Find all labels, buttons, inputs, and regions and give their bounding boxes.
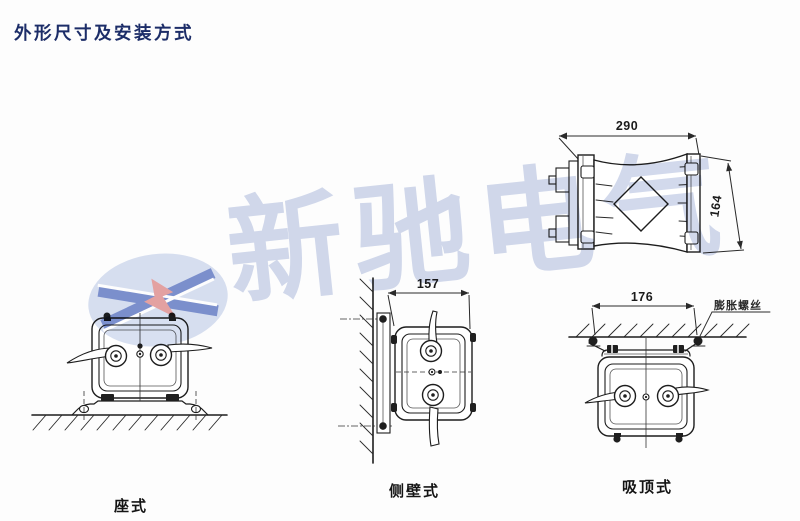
- wall-mount-drawing: 157: [338, 277, 476, 464]
- dim-wall-width-lines: [387, 289, 471, 330]
- horn-mounting-tabs: [580, 162, 699, 245]
- horn-side-view-drawing: 290 164: [548, 119, 745, 254]
- dim-ceiling-width-lines: [591, 302, 698, 336]
- horn-backs: [104, 343, 173, 368]
- mounting-feet: [101, 394, 179, 401]
- horn-diamond-grille: [613, 176, 669, 232]
- expansion-bolt-leader: [699, 311, 771, 337]
- ceiling-mount-drawing: 176 膨胀螺丝: [568, 290, 771, 448]
- caption-wall-mount: 侧壁式: [389, 483, 441, 500]
- dim-horn-width: 290: [616, 119, 638, 133]
- dim-wall-width: 157: [417, 277, 439, 291]
- dim-ceiling-width: 176: [631, 290, 653, 304]
- wall-bracket: [376, 312, 391, 434]
- horn-backs: [613, 384, 680, 408]
- bottom-feet: [613, 433, 683, 443]
- center-bolt: [428, 368, 442, 376]
- seat-mount-drawing: [31, 312, 228, 431]
- hanger-bracket: [588, 342, 698, 357]
- center-bolt: [642, 393, 650, 401]
- caption-ceiling-mount: 吸顶式: [622, 479, 674, 496]
- dim-horn-width-lines: [558, 132, 700, 161]
- dim-horn-height-lines: [700, 155, 745, 254]
- wall-hatching: [359, 277, 374, 464]
- ground-hatching: [31, 414, 228, 431]
- annotation-expansion-bolt: 膨胀螺丝: [713, 298, 762, 312]
- page-title: 外形尺寸及安装方式: [14, 23, 194, 43]
- yoke-blade-down: [428, 406, 440, 447]
- caption-seat-mount: 座式: [114, 498, 149, 515]
- horn-right-flange: [686, 153, 701, 253]
- horn-backs: [419, 339, 445, 407]
- ceiling-hatching: [568, 323, 750, 338]
- dim-horn-height: 164: [707, 194, 724, 218]
- horn-terminal-blocks: [548, 160, 579, 246]
- yoke-blade-right: [167, 343, 213, 353]
